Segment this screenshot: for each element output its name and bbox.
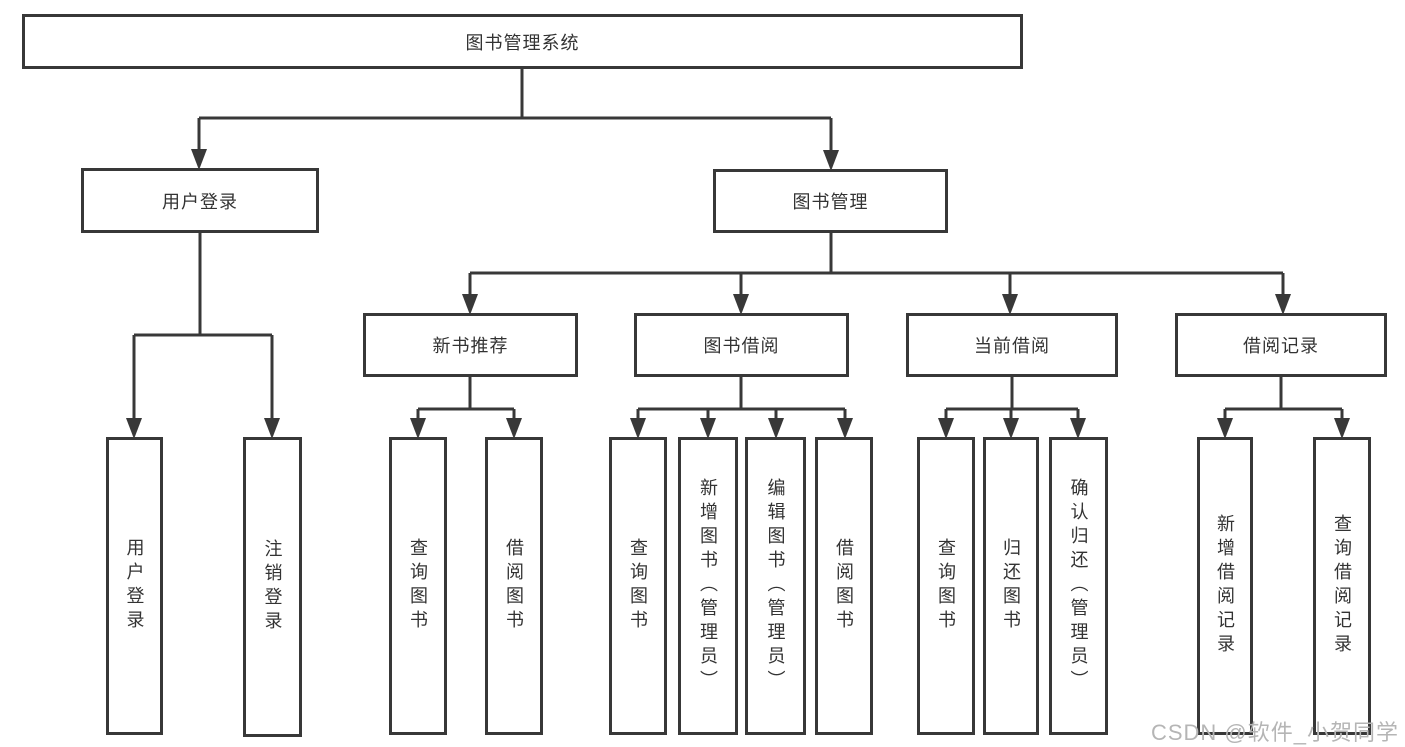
leaf-edit-books-admin: 编辑图书（管理员） [745,437,806,735]
leaf-query-books-recommend: 查询图书 [389,437,447,735]
csdn-watermark: CSDN @软件_小贺同学 [1150,720,1399,745]
node-new-book-recommend: 新书推荐 [363,313,578,377]
leaf-return-books: 归还图书 [983,437,1039,735]
leaf-borrow-books: 借阅图书 [815,437,873,735]
leaf-add-books-admin: 新增图书（管理员） [678,437,738,735]
node-book-borrowing: 图书借阅 [634,313,849,377]
node-root-system: 图书管理系统 [22,14,1023,69]
leaf-query-books-current: 查询图书 [917,437,975,735]
leaf-user-login: 用户登录 [106,437,163,735]
node-borrowing-records: 借阅记录 [1175,313,1387,377]
node-book-management-module: 图书管理 [713,169,948,233]
leaf-query-books-borrowing: 查询图书 [609,437,667,735]
leaf-borrow-books-recommend: 借阅图书 [485,437,543,735]
leaf-logout: 注销登录 [243,437,302,737]
arrowhead-icons [126,149,1350,439]
leaf-query-borrow-record: 查询借阅记录 [1313,437,1371,735]
node-current-borrowing: 当前借阅 [906,313,1118,377]
leaf-confirm-return-admin: 确认归还（管理员） [1049,437,1108,735]
leaf-add-borrow-record: 新增借阅记录 [1197,437,1253,735]
node-user-login-module: 用户登录 [81,168,319,233]
